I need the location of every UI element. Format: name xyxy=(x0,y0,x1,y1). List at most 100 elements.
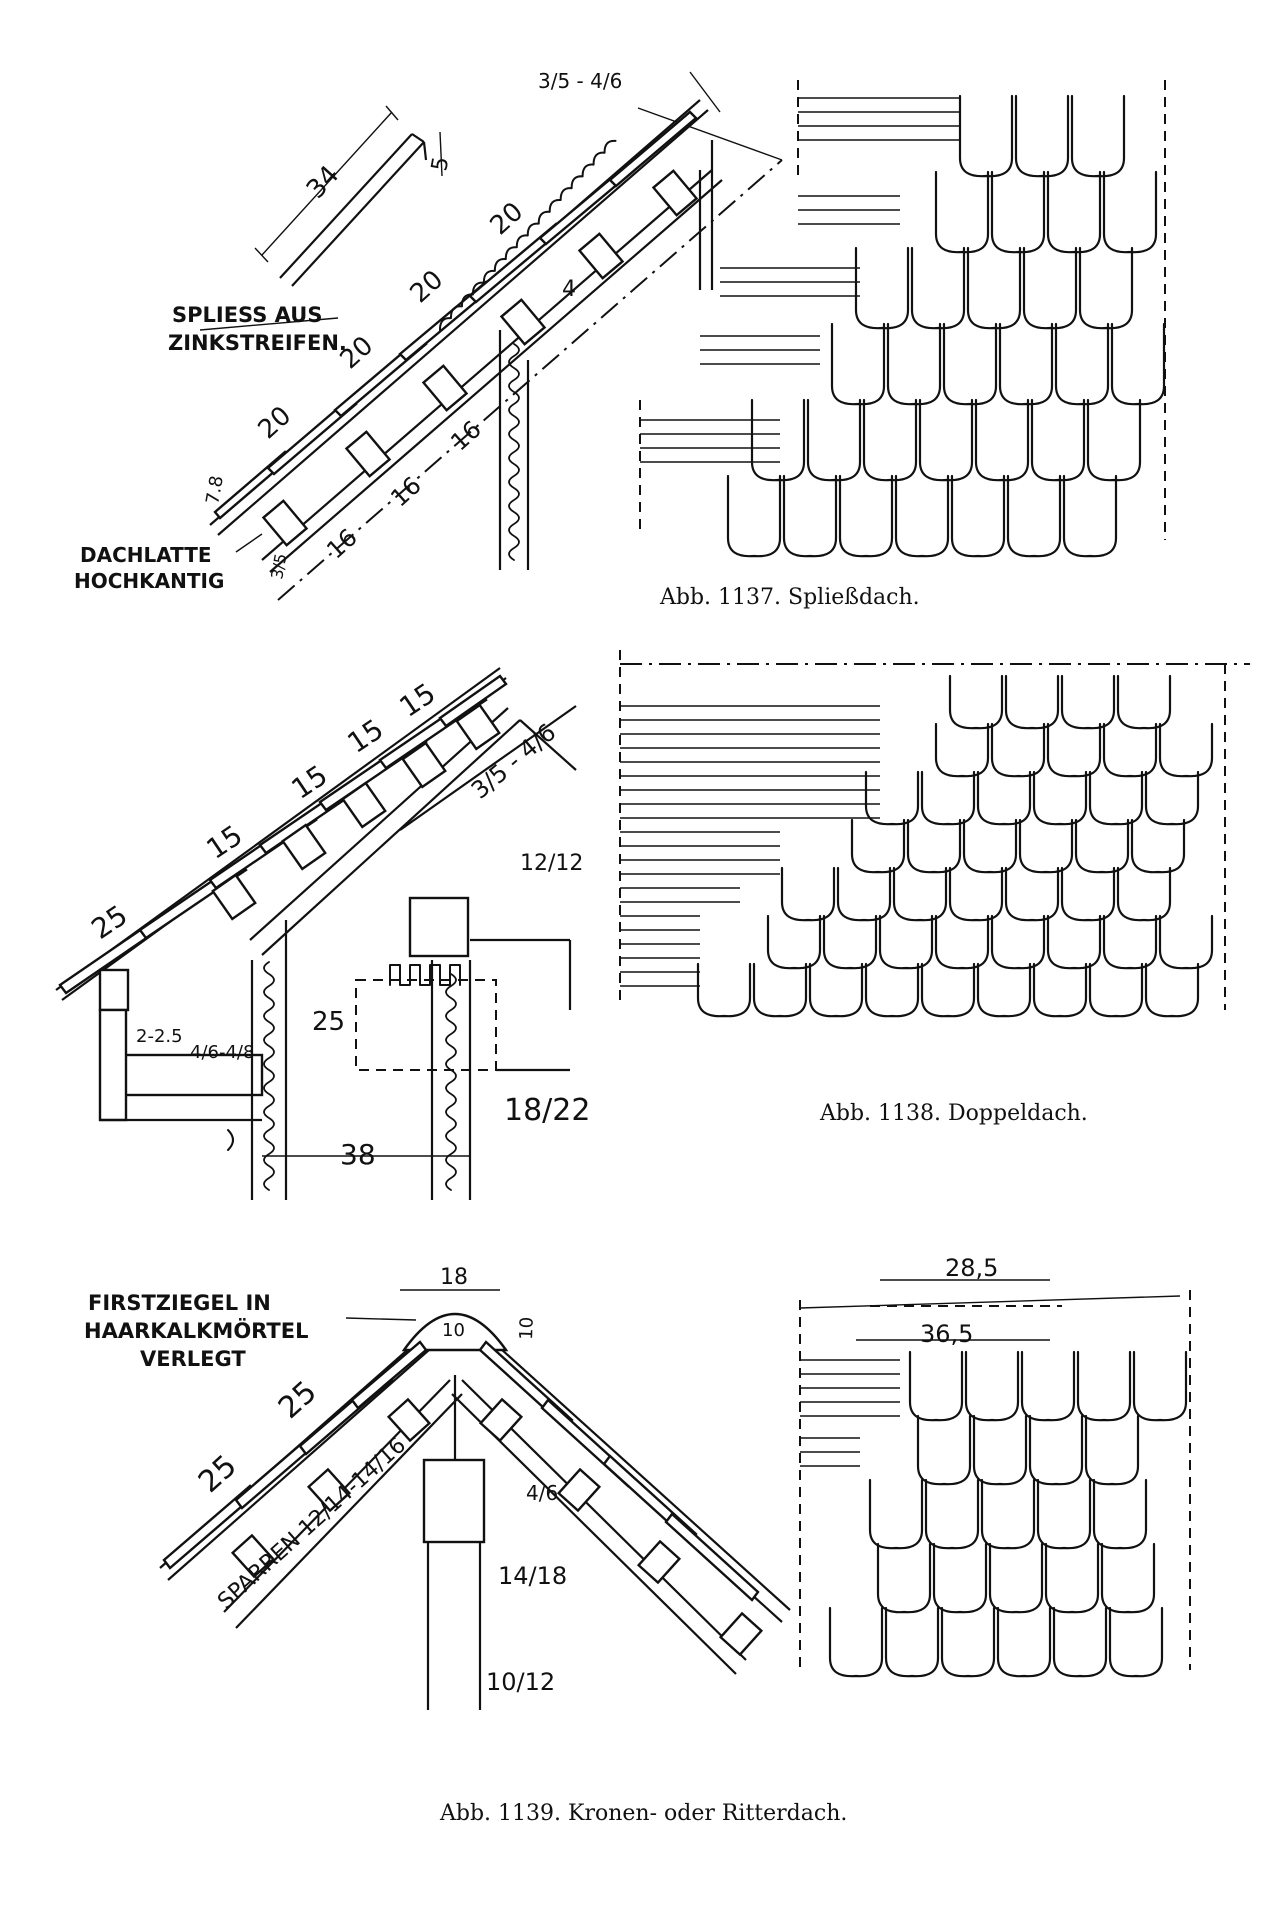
roof-tile xyxy=(990,722,1046,778)
roof-tile xyxy=(750,398,806,482)
roof-tile xyxy=(1116,866,1172,922)
roof-tile xyxy=(934,722,990,778)
roof-tile xyxy=(932,1542,988,1614)
roof-tile xyxy=(1046,170,1102,254)
roof-tile xyxy=(850,818,906,874)
caption-1138: Abb. 1138. Doppeldach. xyxy=(819,1101,1088,1126)
roof-tile xyxy=(934,914,990,970)
roof-tile xyxy=(916,1414,972,1486)
roof-tile xyxy=(1060,674,1116,730)
roof-tile xyxy=(766,914,822,970)
roof-tile xyxy=(1102,914,1158,970)
roof-tile xyxy=(1088,770,1144,826)
rafter-16-c: 16 xyxy=(445,415,486,456)
roof-tile xyxy=(1130,818,1186,874)
lath-46: 4/6 xyxy=(526,1481,558,1505)
roof-tile xyxy=(836,866,892,922)
roof-tile xyxy=(1044,1542,1100,1614)
rafter-16-a: 16 xyxy=(321,523,362,564)
roof-tile xyxy=(1116,674,1172,730)
roof-tile xyxy=(726,474,782,558)
roof-tile xyxy=(950,474,1006,558)
fig1138-elevation: Abb. 1138. Doppeldach. xyxy=(619,650,1250,1126)
fig1139-elevation: 28,5 36,5 Abb. 1139. Kronen- oder Ritter… xyxy=(439,1254,1191,1826)
label-spliess: SPLIESS AUS xyxy=(172,303,322,327)
label-dachlatte: DACHLATTE xyxy=(80,543,212,567)
roof-tile xyxy=(1086,398,1142,482)
roof-tile xyxy=(894,474,950,558)
caption-1139: Abb. 1139. Kronen- oder Ritterdach. xyxy=(439,1801,847,1826)
roof-tile xyxy=(1046,914,1102,970)
label-sparren: SPARREN 12/14-14/16 xyxy=(213,1433,411,1615)
beam-dim: 18/22 xyxy=(504,1093,590,1128)
roof-tile xyxy=(910,246,966,330)
roof-tile xyxy=(948,674,1004,730)
roof-tile xyxy=(1100,1542,1156,1614)
roof-tile xyxy=(1022,246,1078,330)
roof-tile xyxy=(988,1542,1044,1614)
roof-tile xyxy=(1032,770,1088,826)
roof-tile xyxy=(1108,1606,1164,1678)
roof-tile xyxy=(990,914,1046,970)
d-25: 25 xyxy=(312,1007,345,1037)
label-haarkalkmortel: HAARKALKMÖRTEL xyxy=(84,1318,308,1343)
roof-tile xyxy=(1132,1350,1188,1422)
fig1137-tile-pattern xyxy=(726,94,1166,558)
d-38: 38 xyxy=(340,1138,376,1171)
roof-tile xyxy=(862,398,918,482)
roof-tile xyxy=(1052,1606,1108,1678)
roof-tile xyxy=(1032,962,1088,1018)
roof-tile xyxy=(1110,322,1166,406)
roof-tile xyxy=(1070,94,1126,178)
fig1137-top-dim: 3/5 - 4/6 xyxy=(538,69,622,93)
label-firstziegel: FIRSTZIEGEL IN xyxy=(88,1291,271,1315)
battens xyxy=(261,169,699,547)
roof-tile xyxy=(920,962,976,1018)
label-zinkstreifen: ZINKSTREIFEN. xyxy=(168,331,347,355)
roof-tile xyxy=(958,94,1014,178)
roof-tile xyxy=(806,398,862,482)
roof-tile xyxy=(1054,322,1110,406)
post-1012: 10/12 xyxy=(486,1668,555,1696)
roof-tile xyxy=(998,322,1054,406)
roof-tile xyxy=(964,1350,1020,1422)
fig1139-section: 18 10 10 25 25 SPARREN 12/14-14/16 4/6 1… xyxy=(84,1265,791,1710)
post-1418: 14/18 xyxy=(498,1562,567,1590)
roof-tile xyxy=(972,1414,1028,1486)
purlin-dim: 12/12 xyxy=(520,851,583,876)
caption-1137: Abb. 1137. Spließdach. xyxy=(659,585,920,610)
roof-tile xyxy=(838,474,894,558)
label-hochkantig: HOCHKANTIG xyxy=(74,569,224,593)
width-365: 36,5 xyxy=(920,1320,973,1348)
roof-tile xyxy=(808,962,864,1018)
fig1137-section: 34 5 xyxy=(74,69,783,601)
roof-tile xyxy=(1030,398,1086,482)
batten-3-5: 3/5 xyxy=(267,552,290,581)
roof-tile xyxy=(924,1478,980,1550)
roof-tile xyxy=(1092,1478,1148,1550)
d-46-48: 4/6-4/8 xyxy=(190,1042,254,1063)
roof-tile xyxy=(780,866,836,922)
roof-tile xyxy=(920,770,976,826)
roof-tile xyxy=(1102,722,1158,778)
roof-tile xyxy=(782,474,838,558)
roof-tile xyxy=(1144,962,1200,1018)
roof-tile xyxy=(940,1606,996,1678)
roof-tile xyxy=(1144,770,1200,826)
roof-tile xyxy=(1076,1350,1132,1422)
rafter-16-b: 16 xyxy=(385,471,426,512)
roof-tile xyxy=(976,962,1032,1018)
ridge-18: 18 xyxy=(440,1265,468,1290)
roof-tile xyxy=(1158,914,1214,970)
roof-tile xyxy=(948,866,1004,922)
roof-tile xyxy=(1028,1414,1084,1486)
batten-7-8: 7.8 xyxy=(202,474,228,506)
fig1137-elevation: Abb. 1137. Spließdach. xyxy=(639,80,1166,610)
roof-tile xyxy=(906,818,962,874)
roof-tile xyxy=(1014,94,1070,178)
roof-tile xyxy=(696,962,752,1018)
roof-tile xyxy=(1060,866,1116,922)
gauge-20-a: 20 xyxy=(253,401,298,445)
gauge-25-a: 25 xyxy=(192,1448,244,1500)
lath-detail: 34 5 xyxy=(254,105,454,287)
